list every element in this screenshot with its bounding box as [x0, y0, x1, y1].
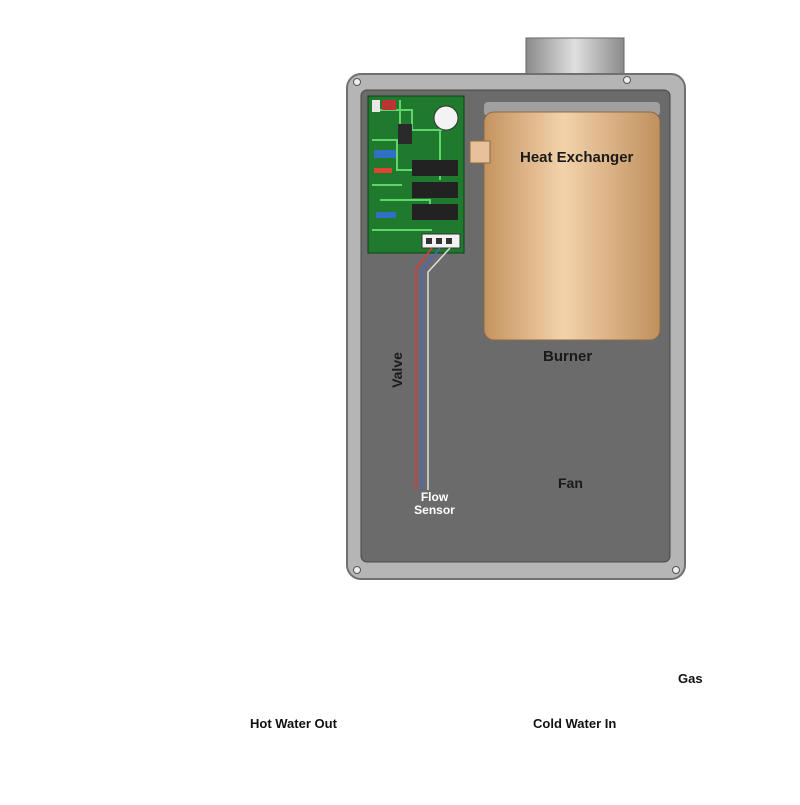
- heat-exchanger: [469, 102, 661, 341]
- gas-label: Gas: [678, 671, 703, 686]
- valve-label: Valve: [389, 352, 405, 388]
- fan-label: Fan: [558, 475, 583, 491]
- hot-water-out-label: Hot Water Out: [250, 716, 337, 731]
- burner-label: Burner: [543, 348, 593, 365]
- cold-water-in-label: Cold Water In: [533, 716, 617, 731]
- flow-sensor-label-line2: Sensor: [414, 503, 455, 517]
- heat-exchanger-label: Heat Exchanger: [520, 149, 634, 166]
- flow-sensor-label-line1: Flow: [420, 490, 449, 504]
- flow-sensor-label: Flow Sensor: [411, 491, 458, 517]
- sensor-wires: [415, 247, 451, 490]
- circuit-board-icon: [367, 95, 465, 254]
